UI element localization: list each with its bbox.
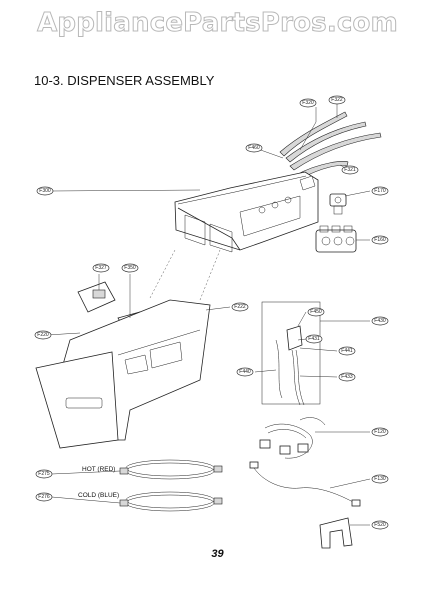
wire-harness <box>259 417 326 459</box>
svg-text:F431: F431 <box>308 336 320 342</box>
callout-f350: F350 <box>121 263 139 273</box>
svg-text:F321: F321 <box>344 167 356 173</box>
callout-f160: F160 <box>371 235 389 245</box>
callout-f276: F276 <box>35 492 53 502</box>
svg-text:F327: F327 <box>95 265 107 271</box>
power-wire <box>249 461 361 507</box>
callout-f433: F433 <box>338 372 356 382</box>
svg-text:F433: F433 <box>341 374 353 380</box>
leader-lines <box>46 104 371 526</box>
svg-text:F350: F350 <box>124 265 136 271</box>
callout-f430: F430 <box>371 316 389 326</box>
callout-f120: F120 <box>371 427 389 437</box>
svg-text:F450: F450 <box>310 309 322 315</box>
callout-f460: F460 <box>245 143 263 153</box>
svg-text:F460: F460 <box>248 145 260 151</box>
dispenser-housing <box>174 171 319 253</box>
callout-f327: F327 <box>92 263 110 273</box>
svg-text:F430: F430 <box>374 318 386 324</box>
water-level-sensor-assembly <box>261 301 321 406</box>
callout-f322: F322 <box>328 95 346 105</box>
water-valve-large <box>315 225 357 253</box>
svg-text:F441: F441 <box>341 348 353 354</box>
svg-text:F275: F275 <box>38 471 50 477</box>
callout-f431: F431 <box>305 334 323 344</box>
dispenser-drawer <box>35 299 211 449</box>
section-title: 10-3. DISPENSER ASSEMBLY <box>34 73 215 88</box>
callout-f275: F275 <box>35 469 53 479</box>
svg-text:F130: F130 <box>374 476 386 482</box>
svg-text:F520: F520 <box>374 522 386 528</box>
callout-f520: F520 <box>371 520 389 530</box>
callout-f222: F222 <box>231 302 249 312</box>
hose-bundle <box>279 111 382 180</box>
svg-text:F320: F320 <box>302 100 314 106</box>
svg-text:F300: F300 <box>39 188 51 194</box>
callout-f170: F170 <box>371 186 389 196</box>
hot-inlet-hose <box>119 459 223 480</box>
hot-hose-label: HOT (RED) <box>82 466 115 473</box>
callout-f300: F300 <box>36 186 54 196</box>
svg-text:F220: F220 <box>37 332 49 338</box>
water-valve-small <box>329 193 347 215</box>
page-number: 39 <box>211 548 224 560</box>
cold-inlet-hose <box>119 491 223 512</box>
callout-f220: F220 <box>34 330 52 340</box>
softener-cap <box>77 281 116 313</box>
callout-f450: F450 <box>307 307 325 317</box>
svg-text:F170: F170 <box>374 188 386 194</box>
callout-f320: F320 <box>299 98 317 108</box>
callouts: F320 F322 F460 F321 F300 F170 F160 F327 … <box>34 95 389 530</box>
svg-text:F322: F322 <box>331 97 343 103</box>
hose-bracket <box>319 517 353 549</box>
cold-hose-label: COLD (BLUE) <box>78 492 119 499</box>
callout-f130: F130 <box>371 474 389 484</box>
svg-text:F276: F276 <box>38 494 50 500</box>
svg-text:F120: F120 <box>374 429 386 435</box>
watermark: AppliancePartsPros.com <box>37 8 399 39</box>
callout-f321: F321 <box>341 165 359 175</box>
callout-f441: F441 <box>338 346 356 356</box>
svg-text:F222: F222 <box>234 304 246 310</box>
callout-f440: F440 <box>236 367 254 377</box>
svg-text:F440: F440 <box>239 369 251 375</box>
svg-text:F160: F160 <box>374 237 386 243</box>
